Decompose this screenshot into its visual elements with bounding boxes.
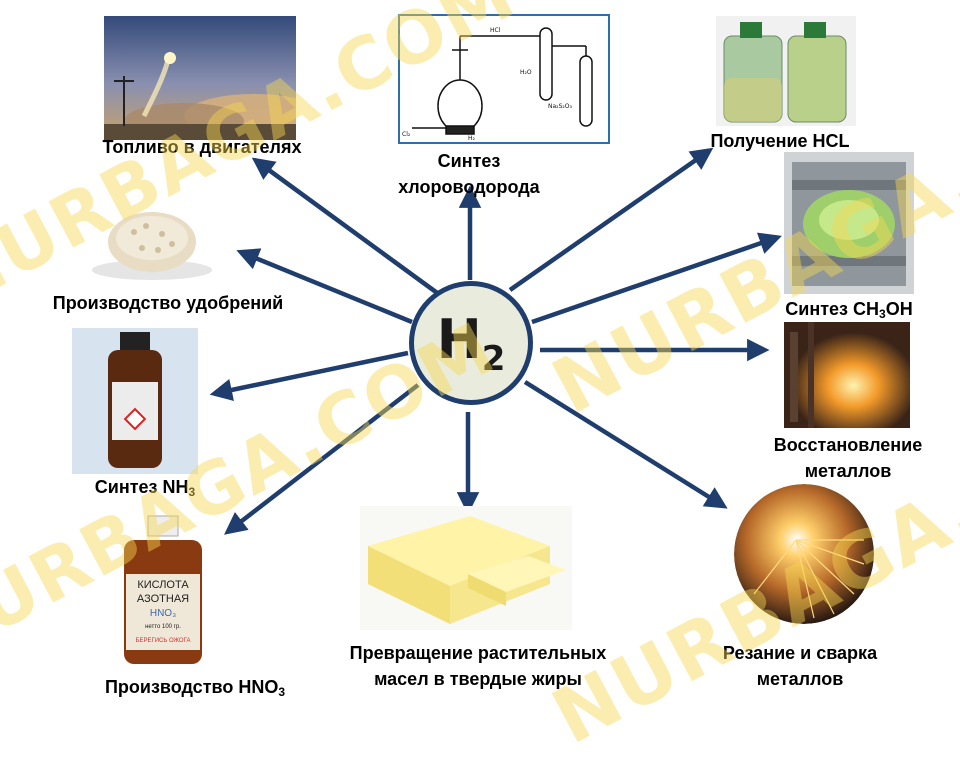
methanol-prefix: Синтез CH xyxy=(785,299,880,319)
label-nitric: Производство HNO3 xyxy=(72,674,318,705)
lab-h2-label: H₂ xyxy=(468,135,476,142)
arrow-fertilizers xyxy=(236,248,413,325)
methanol-drum-image xyxy=(784,152,914,294)
arrow-ammonia xyxy=(209,350,409,401)
butter-image xyxy=(360,506,572,630)
lab-hcl-label: HCl xyxy=(490,27,501,34)
nitric-acid-bottle-image: КИСЛОТА АЗОТНАЯ HNO₃ нетто 100 гр. БЕРЕГ… xyxy=(112,512,214,668)
cutting-sparks-image xyxy=(734,484,874,624)
rocket-launch-image xyxy=(104,16,296,140)
label-fats: Превращение растительных масел в твердые… xyxy=(349,643,607,689)
lab-na2s2o3-label: Na₂S₂O₃ xyxy=(548,103,573,110)
acid-warning: БЕРЕГИСЬ ОЖОГА xyxy=(136,638,191,644)
label-reduction: Восстановление металлов xyxy=(773,435,923,481)
arrow-nitric xyxy=(224,383,420,535)
arrows-layer xyxy=(209,147,782,535)
label-hcl-synthesis: Синтез хлороводорода xyxy=(398,151,540,197)
label-methanol: Синтез CH3OH xyxy=(770,296,928,327)
center-symbol: H xyxy=(436,307,482,371)
label-hcl-production: Получение HCL xyxy=(710,131,850,151)
nitric-sub: 3 xyxy=(278,685,286,699)
center-formula: H2 xyxy=(437,308,506,379)
arrow-methanol xyxy=(531,232,782,325)
arrow-fuel xyxy=(251,157,442,297)
arrow-hcl-production xyxy=(508,147,714,292)
center-subscript: 2 xyxy=(481,338,506,379)
label-cutting: Резание и сварка металлов xyxy=(722,643,878,689)
lab-cl2-label: Cl₂ xyxy=(402,131,411,138)
ammonia-bottle-image xyxy=(72,328,198,474)
arrow-cutting xyxy=(523,380,728,509)
ammonia-prefix: Синтез NH xyxy=(94,477,189,497)
methanol-suffix: OH xyxy=(885,299,913,319)
acid-formula: HNO₃ xyxy=(150,608,176,619)
canisters-image xyxy=(716,16,856,126)
furnace-image xyxy=(784,322,910,428)
fertilizer-granules-image xyxy=(82,178,222,288)
acid-line2: АЗОТНАЯ xyxy=(137,593,189,605)
center-h2-circle: H2 xyxy=(409,281,533,405)
hcl-apparatus-diagram: HCl H₂O Cl₂ H₂ Na₂S₂O₃ xyxy=(398,14,610,144)
ammonia-sub: 3 xyxy=(188,485,196,499)
nitric-prefix: Производство HNO xyxy=(104,677,279,697)
methanol-sub: 3 xyxy=(879,307,886,321)
label-ammonia: Синтез NH3 xyxy=(70,474,220,505)
label-fuel: Топливо в двигателях xyxy=(102,137,302,157)
acid-net: нетто 100 гр. xyxy=(145,624,181,630)
lab-h2o-label: H₂O xyxy=(520,69,532,76)
label-fertilizers: Производство удобрений xyxy=(52,293,284,313)
acid-line1: КИСЛОТА xyxy=(137,579,189,591)
